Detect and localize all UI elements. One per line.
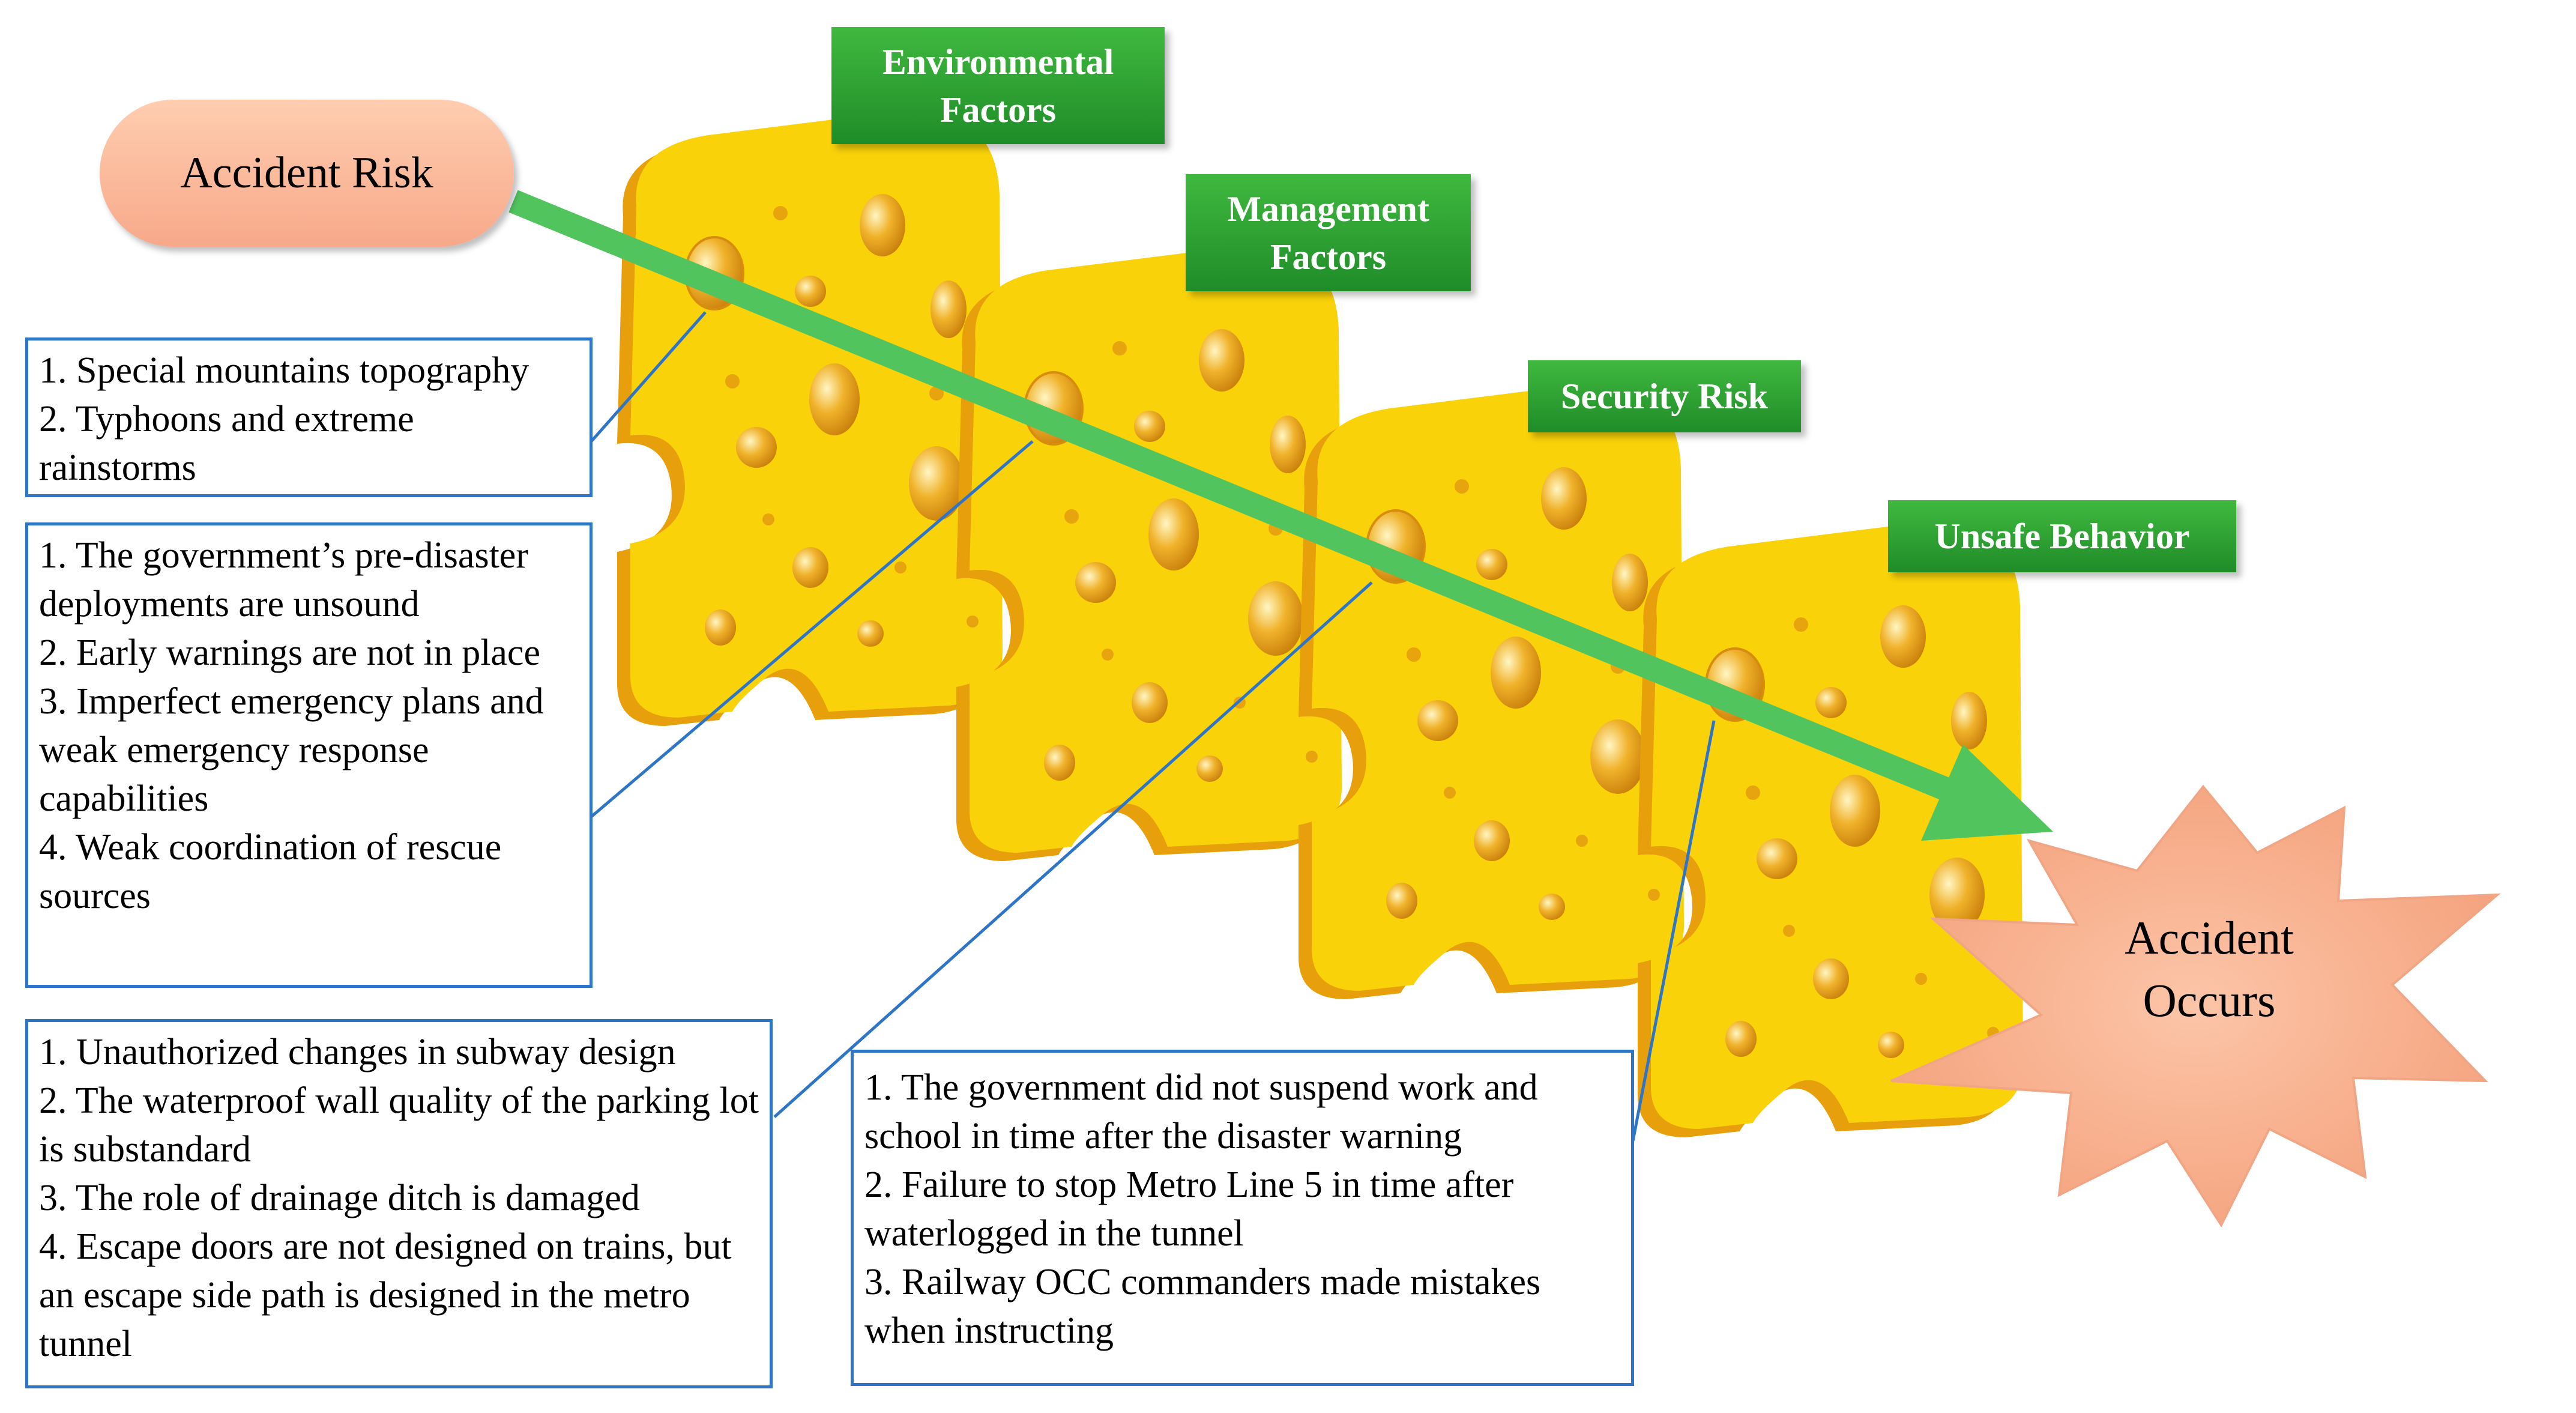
risk-trajectory-line [508, 190, 1974, 810]
cheese-slice-environmental [616, 109, 1004, 727]
list-item: 2. Typhoons and extreme rainstorms [39, 399, 414, 488]
list-item: 1. Unauthorized changes in subway design [39, 1032, 676, 1073]
list-item: 2. Early warnings are not in place [39, 632, 540, 673]
list-item: 3. The role of drainage ditch is damaged [39, 1178, 640, 1218]
list-item: 3. Imperfect emergency plans and weak em… [39, 681, 544, 819]
risk-trajectory-arrowhead [1921, 745, 2053, 841]
box-management-factors: 1. The government’s pre-disaster deploym… [25, 522, 593, 988]
box-unsafe-behavior: 1. The government did not suspend work a… [851, 1050, 1634, 1386]
accident-starburst [1890, 784, 2501, 1228]
cheese-slice-security [1297, 383, 1685, 1000]
accident-risk-label: Accident Risk [100, 100, 514, 247]
tag-unsafe-behavior: Unsafe Behavior [1888, 500, 2236, 572]
list-item: 4. Escape doors are not designed on trai… [39, 1226, 732, 1364]
list-item: 1. The government’s pre-disaster deploym… [39, 535, 528, 625]
leader-line-environmental [590, 311, 707, 443]
leader-line-management [590, 440, 1034, 818]
list-item: 2. The waterproof wall quality of the pa… [39, 1080, 759, 1170]
tag-environmental-factors: Environmental Factors [831, 27, 1165, 144]
list-item: 3. Railway OCC commanders made mistakes … [864, 1262, 1541, 1351]
leader-line-security [773, 581, 1373, 1118]
list-item: 2. Failure to stop Metro Line 5 in time … [864, 1164, 1514, 1254]
cheese-slice-management [955, 244, 1343, 862]
box-environmental-factors: 1. Special mountains topography 2. Typho… [25, 337, 593, 497]
list-item: 4. Weak coordination of rescue sources [39, 827, 502, 916]
leader-line-unsafe [1631, 720, 1716, 1142]
box-security-risk: 1. Unauthorized changes in subway design… [25, 1019, 773, 1388]
accident-occurs-label: Accident Occurs [2125, 912, 2294, 1026]
tag-management-factors: Management Factors [1186, 174, 1471, 291]
tag-security-risk: Security Risk [1528, 360, 1801, 432]
list-item: 1. Special mountains topography [39, 350, 529, 391]
list-item: 1. The government did not suspend work a… [864, 1067, 1538, 1157]
